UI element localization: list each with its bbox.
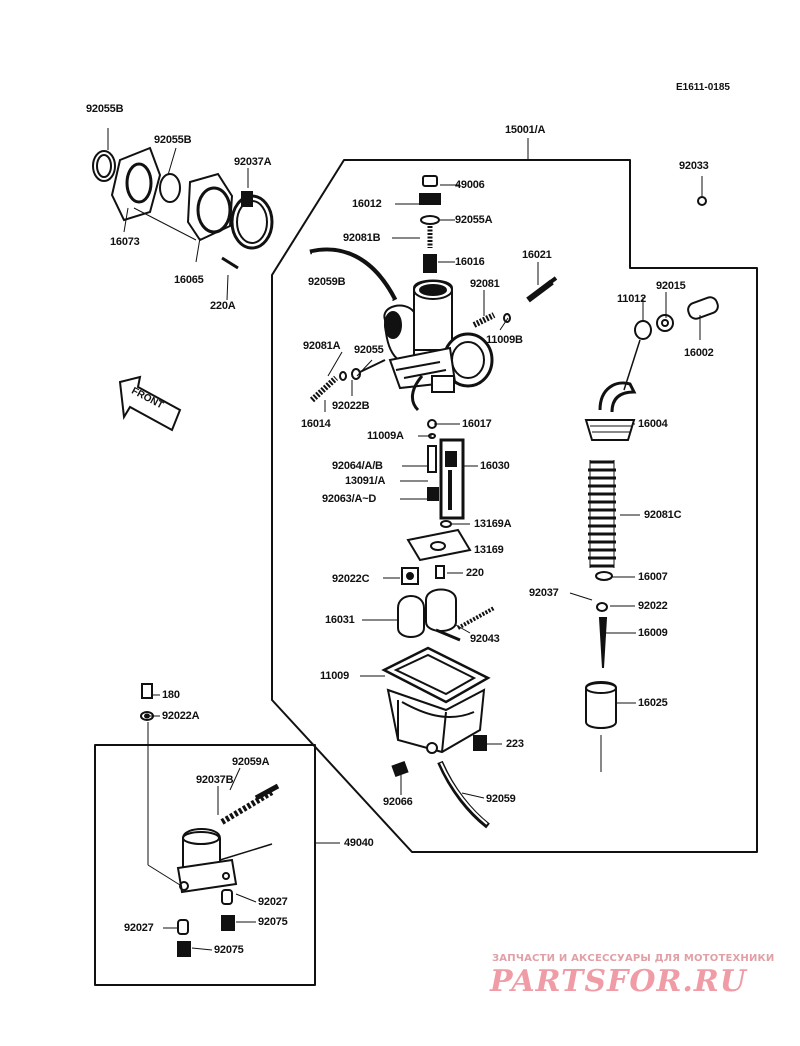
label-180: 180 [162,689,180,701]
diagram-code: E1611-0185 [676,82,730,93]
front-arrow-shape [118,375,182,432]
label-92063: 92063/A~D [322,493,377,505]
jet-block-16030 [439,438,465,520]
label-92022A: 92022A [162,710,200,722]
label-16030: 16030 [480,460,510,472]
label-220A: 220A [210,300,236,312]
label-16021: 16021 [522,249,552,261]
label-92027-right: 92027 [258,896,288,908]
label-92081B: 92081B [343,232,381,244]
label-92066: 92066 [383,796,413,808]
throttle-parts [584,196,719,772]
jet-parts [381,419,495,829]
label-11009: 11009 [320,670,349,682]
label-92055B-right: 92055B [154,134,192,146]
label-92037B: 92037B [196,774,234,786]
o-ring-92055B-left [92,150,116,182]
label-16073: 16073 [110,236,140,248]
label-92027-left: 92027 [124,922,154,934]
label-49040: 49040 [344,837,374,849]
label-92022B: 92022B [332,400,370,412]
carburetor-assembly-outline [271,159,758,853]
float-16031 [397,595,425,638]
label-92022C: 92022C [332,573,370,585]
label-92055A: 92055A [455,214,493,226]
leader-lines [107,128,703,951]
label-92064: 92064/A/B [332,460,383,472]
spring-92081C [588,460,616,568]
insulator-16073 [110,146,162,222]
cap-16004 [584,419,636,441]
label-13091A: 13091/A [345,475,386,487]
label-16004: 16004 [638,418,668,430]
carburetor-body [309,175,558,412]
label-16009: 16009 [638,627,668,639]
watermark-logo: PARTSFOR.RU [490,964,747,999]
label-13169: 13169 [474,544,504,556]
label-11012: 11012 [617,293,646,305]
label-92059: 92059 [486,793,516,805]
label-15001A: 15001/A [505,124,546,136]
label-92081: 92081 [470,278,500,290]
label-16025: 16025 [638,697,668,709]
label-92081C: 92081C [644,509,682,521]
label-92075-bottom: 92075 [214,944,244,956]
float-bowl [386,688,486,754]
label-92059A: 92059A [232,756,270,768]
label-223: 223 [506,738,524,750]
label-16031: 16031 [325,614,355,626]
label-16065: 16065 [174,274,204,286]
jet-needle-16009 [598,617,608,669]
label-16014: 16014 [301,418,331,430]
label-16017: 16017 [462,418,492,430]
cable-adjuster-16002 [687,296,719,320]
label-11009A: 11009A [367,430,404,442]
label-92055: 92055 [354,344,384,356]
label-92059B: 92059B [308,276,346,288]
label-16012: 16012 [352,198,382,210]
label-220: 220 [466,567,484,579]
label-92075-right: 92075 [258,916,288,928]
label-49006: 49006 [455,179,485,191]
plate-13169 [406,528,472,562]
fuel-pump-parts [140,683,280,957]
label-92033: 92033 [679,160,709,172]
label-11009B: 11009B [486,334,523,346]
intake-manifold-parts [92,146,274,270]
label-16007: 16007 [638,571,668,583]
fuel-pump-box-outline [94,744,316,986]
label-16016: 16016 [455,256,485,268]
label-92043: 92043 [470,633,500,645]
label-16002: 16002 [684,347,714,359]
label-92022: 92022 [638,600,668,612]
label-92055B-left: 92055B [86,103,124,115]
label-92081A: 92081A [303,340,341,352]
label-92015: 92015 [656,280,686,292]
gasket-11009 [381,646,491,704]
watermark-caption: ЗАПЧАСТИ И АКСЕССУАРЫ ДЛЯ МОТОТЕХНИКИ [492,953,775,964]
label-92037: 92037 [529,587,559,599]
throttle-valve-16025 [585,681,617,729]
o-ring-92055B-right [159,173,181,203]
nut-11012 [634,320,652,340]
label-92037A: 92037A [234,156,272,168]
label-13169A: 13169A [474,518,512,530]
holder-16065 [186,172,234,242]
